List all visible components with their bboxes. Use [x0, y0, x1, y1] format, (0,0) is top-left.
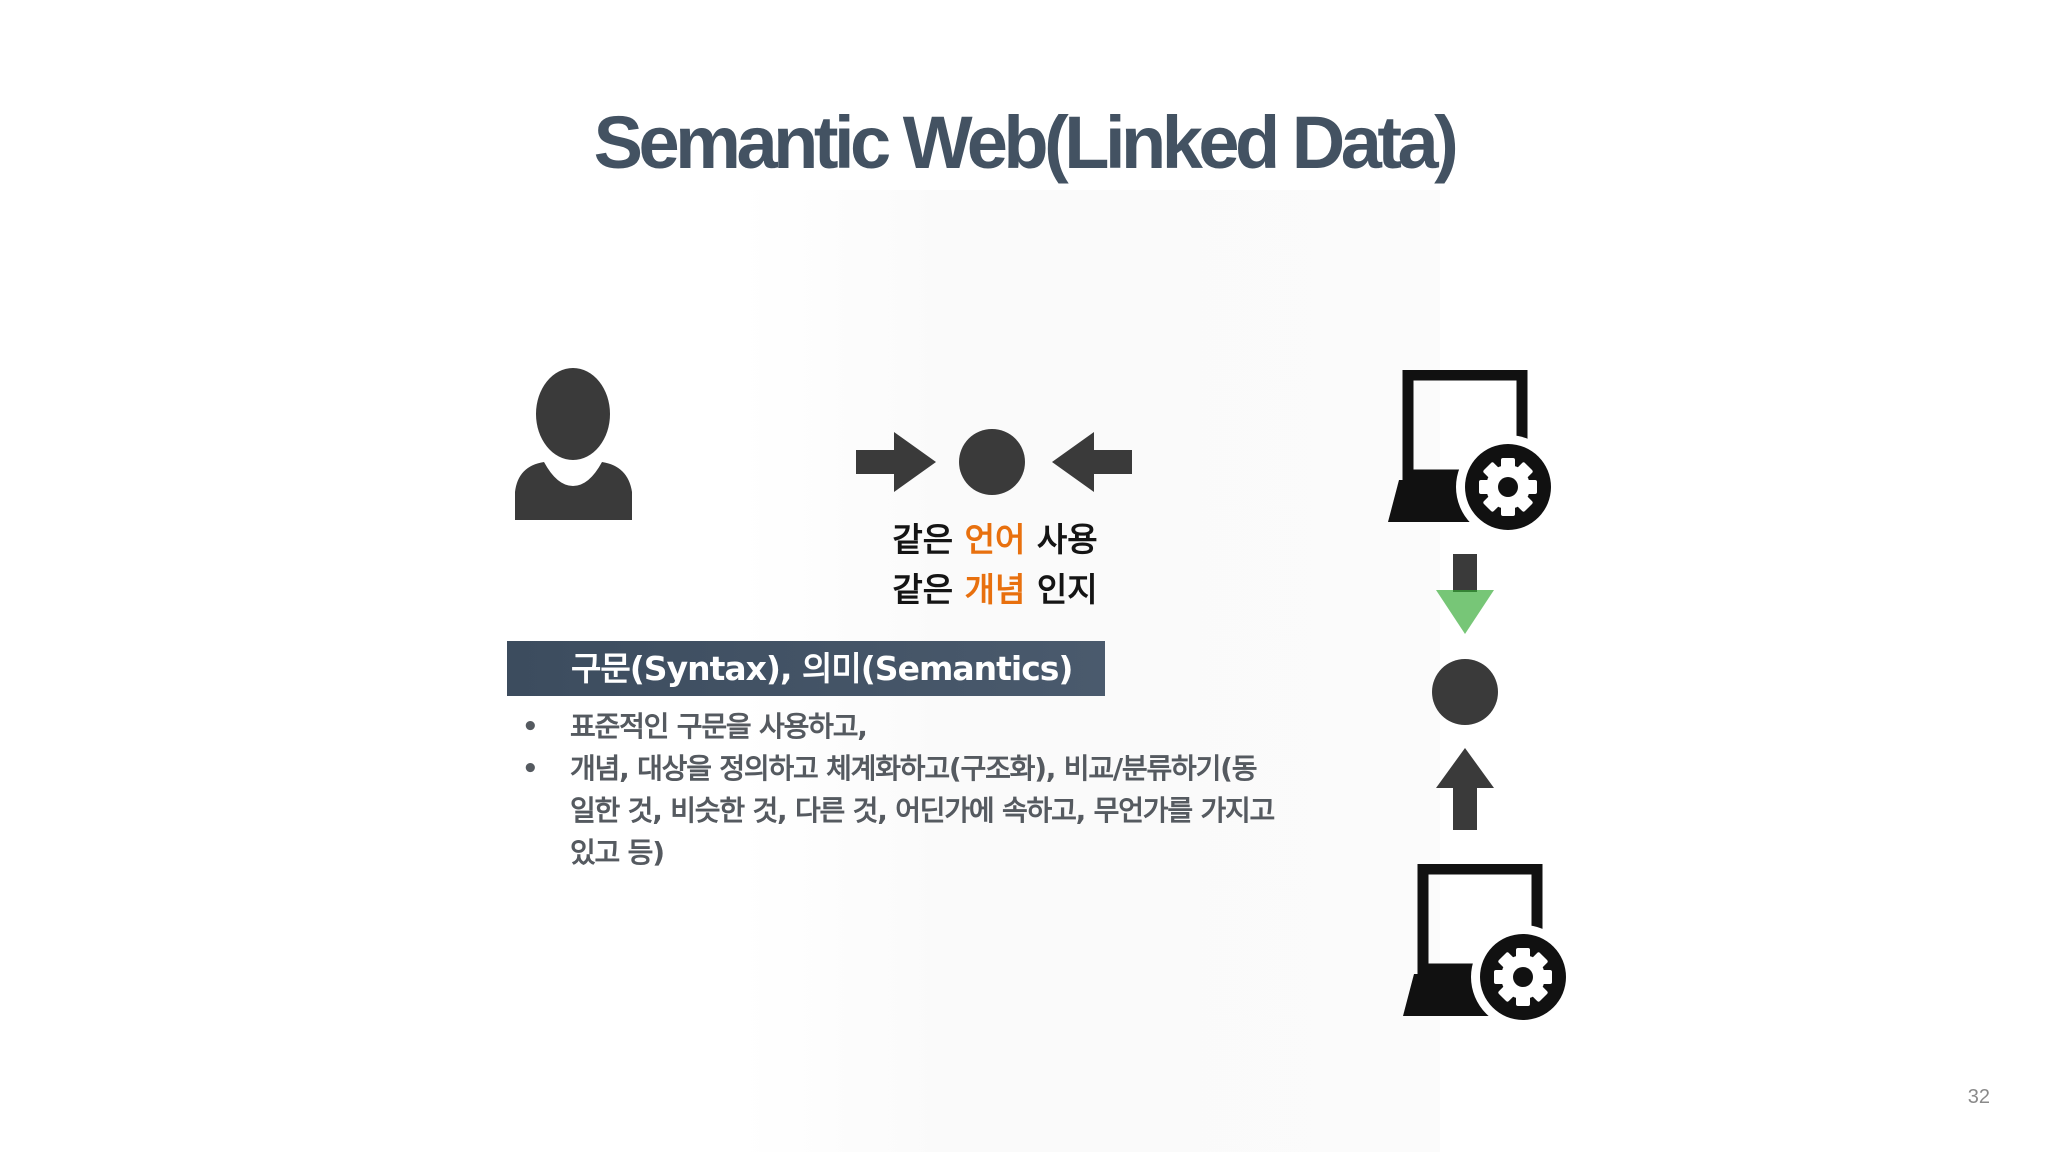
section-header-label: 구문(Syntax), 의미(Semantics) — [571, 649, 1073, 688]
computer-gear-icon — [1403, 864, 1575, 1029]
page-number: 32 — [1967, 1086, 1990, 1108]
arrow-up-icon — [1436, 748, 1494, 830]
accent-word: 언어 — [964, 520, 1026, 559]
list-item: • 개념, 대상을 정의하고 체계화하고(구조화), 비교/분류하기(동 일한 … — [518, 748, 1318, 874]
accent-word: 개념 — [964, 570, 1026, 609]
circle-icon — [959, 429, 1025, 495]
agreement-caption: 같은 언어 사용 같은 개념 인지 — [780, 515, 1210, 615]
caption-line-2: 같은 개념 인지 — [892, 570, 1098, 609]
agreement-diagram — [856, 429, 1132, 495]
section-header-bar: 구문(Syntax), 의미(Semantics) — [507, 641, 1105, 696]
computer-gear-icon — [1388, 370, 1560, 539]
arrow-right-icon — [856, 432, 936, 492]
list-item: • 표준적인 구문을 사용하고, — [518, 706, 1318, 748]
vertical-flow-diagram — [1432, 554, 1498, 830]
caption-line-1: 같은 언어 사용 — [892, 520, 1098, 559]
person-icon — [515, 368, 632, 520]
circle-icon — [1432, 659, 1498, 725]
bullet-mark: • — [522, 712, 539, 742]
arrow-left-icon — [1052, 432, 1132, 492]
bullet-list: • 표준적인 구문을 사용하고, • 개념, 대상을 정의하고 체계화하고(구조… — [518, 706, 1318, 874]
arrow-down-icon — [1436, 554, 1494, 634]
bullet-mark: • — [522, 754, 539, 784]
slide-title: Semantic Web(Linked Data) — [593, 101, 1459, 184]
